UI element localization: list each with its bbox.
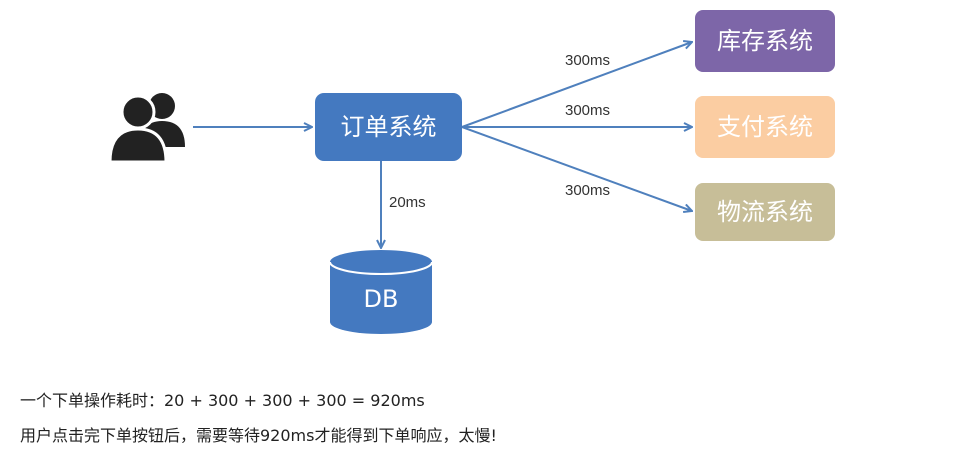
edge-label-order-db: 20ms [389,194,426,211]
edge-order-to-logistics: 300ms [461,126,692,211]
users-icon [108,93,185,164]
node-database: DB [329,250,433,334]
node-inventory-label: 库存系统 [717,27,813,55]
edge-label-order-logistics: 300ms [565,182,610,199]
edge-order-to-db: 20ms [381,161,426,248]
node-logistics-system: 物流系统 [695,183,835,241]
edge-order-to-inventory: 300ms [461,42,692,128]
edge-order-to-payment: 300ms [462,102,692,127]
timing-summary: 一个下单操作耗时：20 + 300 + 300 + 300 = 920ms [20,391,425,410]
edge-label-order-payment: 300ms [565,102,610,119]
response-complaint: 用户点击完下单按钮后，需要等待920ms才能得到下单响应，太慢! [20,426,497,445]
node-db-label: DB [364,285,399,313]
node-inventory-system: 库存系统 [695,10,835,72]
node-order-label: 订单系统 [341,113,437,141]
edge-label-order-inventory: 300ms [565,52,610,69]
node-logistics-label: 物流系统 [717,198,813,226]
node-payment-system: 支付系统 [695,96,835,158]
node-payment-label: 支付系统 [717,113,813,141]
node-order-system: 订单系统 [315,93,462,161]
